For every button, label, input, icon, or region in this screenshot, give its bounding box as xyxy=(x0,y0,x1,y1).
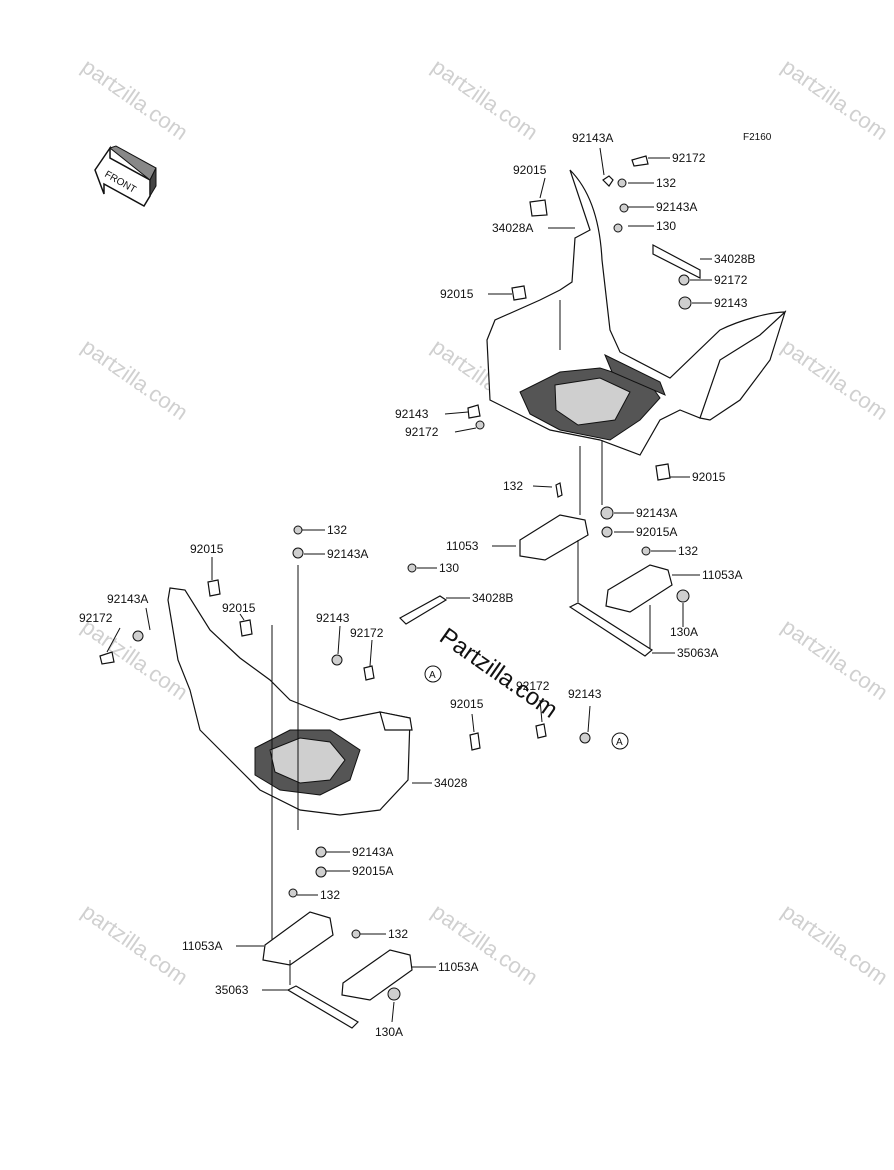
part-label: 34028B xyxy=(714,252,755,266)
part-label: 132 xyxy=(327,523,347,537)
reference-marker-a: A xyxy=(611,732,629,750)
part-label: 92143 xyxy=(395,407,429,421)
part-label: 132 xyxy=(503,479,523,493)
part-label: 92015A xyxy=(352,864,393,878)
part-label: 92143A xyxy=(572,131,613,145)
part-label: 35063A xyxy=(677,646,718,660)
part-label: 132 xyxy=(656,176,676,190)
part-label: 92015 xyxy=(513,163,547,177)
part-label: 92143 xyxy=(714,296,748,310)
part-label: 130A xyxy=(375,1025,403,1039)
ref-marker-label: A xyxy=(616,737,623,748)
watermark: partzilla.com xyxy=(427,899,542,990)
part-label: 130 xyxy=(656,219,676,233)
part-label: 34028 xyxy=(434,776,468,790)
upper-floorboard-assembly xyxy=(467,155,787,657)
leader-lines xyxy=(106,147,712,1023)
watermark: partzilla.com xyxy=(427,54,542,145)
part-label: 92143A xyxy=(107,592,148,606)
part-label: 92172 xyxy=(79,611,113,625)
part-label: 34028B xyxy=(472,591,513,605)
ref-marker-label: A xyxy=(429,670,436,681)
part-label: 132 xyxy=(678,544,698,558)
lower-floorboard-assembly xyxy=(99,525,591,1029)
part-label: 92015A xyxy=(636,525,677,539)
part-label: 92172 xyxy=(350,626,384,640)
part-label: 92015 xyxy=(450,697,484,711)
part-label: 11053A xyxy=(438,960,478,974)
part-label: 92143A xyxy=(656,200,697,214)
part-label: 92015 xyxy=(222,601,256,615)
watermark: partzilla.com xyxy=(77,334,192,425)
part-label: 132 xyxy=(320,888,340,902)
watermark: partzilla.com xyxy=(77,899,192,990)
part-label: 92172 xyxy=(405,425,439,439)
watermark: partzilla.com xyxy=(777,334,892,425)
front-arrow-icon: FRONT xyxy=(94,145,157,208)
part-label: 92015 xyxy=(190,542,224,556)
reference-marker-a: A xyxy=(424,665,442,683)
part-label: 11053A xyxy=(182,939,222,953)
part-label: 92015 xyxy=(692,470,726,484)
part-label: 92143A xyxy=(636,506,677,520)
part-label: 130 xyxy=(439,561,459,575)
watermark-group: partzilla.com partzilla.com partzilla.co… xyxy=(77,54,892,990)
part-labels: 92143A 92172 92015 132 92143A 130 34028A… xyxy=(79,131,755,1039)
part-label: 11053 xyxy=(446,539,479,553)
part-label: 92143 xyxy=(316,611,350,625)
part-label: 92172 xyxy=(516,679,550,693)
part-label: 11053A xyxy=(702,568,742,582)
part-label: 35063 xyxy=(215,983,249,997)
part-label: 92143 xyxy=(568,687,602,701)
part-label: 92143A xyxy=(327,547,368,561)
watermark: partzilla.com xyxy=(777,899,892,990)
part-label: 130A xyxy=(670,625,698,639)
part-label: 132 xyxy=(388,927,408,941)
part-label: 92172 xyxy=(672,151,706,165)
figure-code: F2160 xyxy=(743,132,772,143)
part-label: 92143A xyxy=(352,845,393,859)
part-label: 34028A xyxy=(492,221,533,235)
watermark: partzilla.com xyxy=(777,614,892,705)
part-label: 92015 xyxy=(440,287,474,301)
watermark: partzilla.com xyxy=(77,54,192,145)
watermark: partzilla.com xyxy=(777,54,892,145)
part-label: 92172 xyxy=(714,273,748,287)
